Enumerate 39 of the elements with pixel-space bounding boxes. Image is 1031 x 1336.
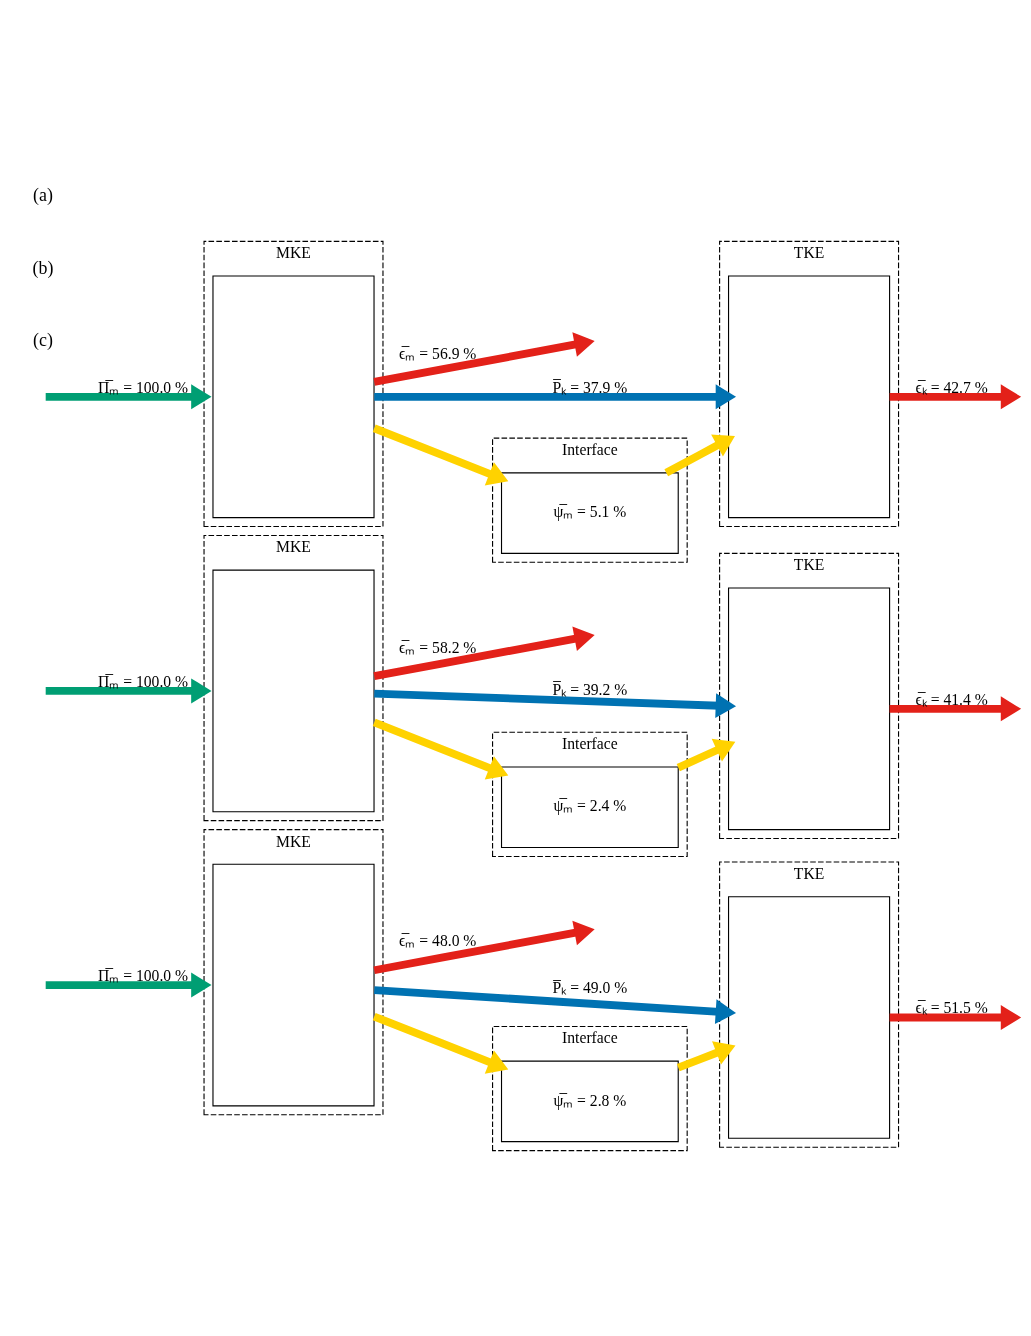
- arrow: [373, 626, 595, 680]
- cluster: MKE: [203, 240, 384, 528]
- edge-label: P̅ₖ = 39.2 %: [552, 680, 628, 698]
- edge-label: Π̅ₘ = 100.0 %: [98, 672, 189, 690]
- edge-label: ϵ̅ₖ = 41.4 %: [915, 690, 988, 708]
- node-box: [212, 569, 375, 813]
- node-box: [212, 275, 375, 519]
- edge-label: Π̅ₘ = 100.0 %: [98, 966, 189, 984]
- arrow: [664, 434, 735, 477]
- arrow: [676, 738, 736, 772]
- arrow: [372, 718, 509, 780]
- arrow: [373, 920, 595, 975]
- label: (a): [33, 184, 53, 205]
- edge-label: ϵ̅ₘ = 58.2 %: [399, 639, 477, 657]
- edge-label: ϵ̅ₘ = 56.9 %: [399, 344, 477, 362]
- node-box: ψ̅ₘ = 2.4 %: [500, 766, 679, 849]
- edge-label: Π̅ₘ = 100.0 %: [98, 378, 189, 396]
- edge-label: ϵ̅ₖ = 51.5 %: [915, 999, 988, 1017]
- edge-label: P̅ₖ = 37.9 %: [552, 378, 628, 396]
- arrow: [676, 1041, 736, 1072]
- arrow: [372, 424, 509, 486]
- edge-label: ϵ̅ₖ = 42.7 %: [915, 378, 988, 396]
- node-box: [212, 863, 375, 1107]
- node-box: ψ̅ₘ = 5.1 %: [500, 472, 679, 554]
- cluster: TKE: [719, 861, 900, 1148]
- cluster: MKE: [203, 534, 384, 822]
- arrow: [373, 332, 595, 386]
- edge-label: ϵ̅ₘ = 48.0 %: [399, 932, 477, 950]
- node-box: [728, 896, 891, 1139]
- node-box: ψ̅ₘ = 2.8 %: [500, 1060, 679, 1143]
- node-box: [728, 275, 891, 519]
- edge-label: P̅ₖ = 49.0 %: [552, 979, 628, 997]
- cluster: TKE: [719, 552, 900, 840]
- label: (c): [33, 330, 53, 351]
- arrow: [372, 1012, 509, 1074]
- label: (b): [32, 257, 54, 278]
- cluster: MKE: [203, 829, 384, 1116]
- cluster: TKE: [719, 240, 900, 528]
- node-box: [728, 587, 891, 831]
